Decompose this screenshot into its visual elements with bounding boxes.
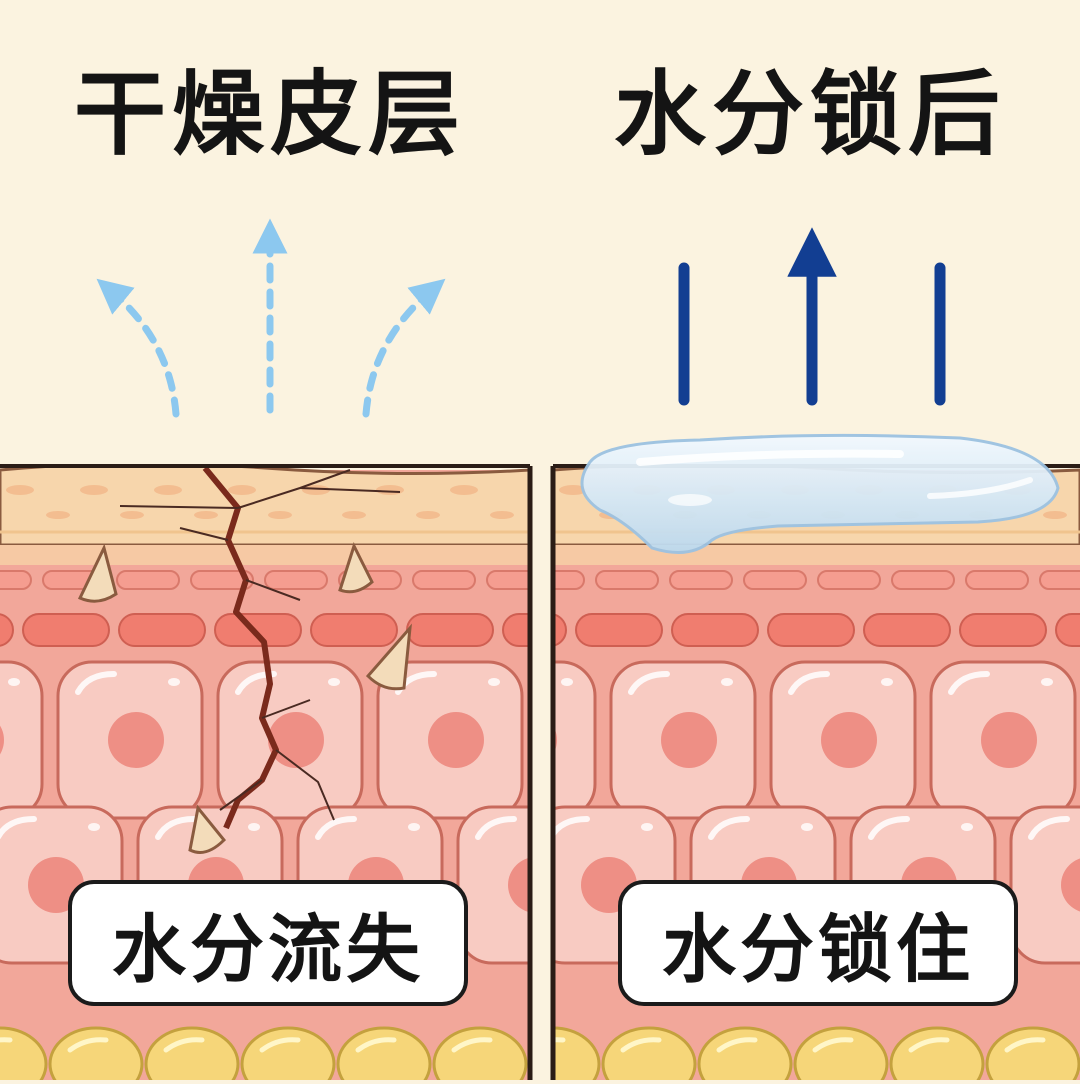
skin-cell xyxy=(1009,805,1080,965)
cell-nucleus xyxy=(981,712,1037,768)
skin-cell xyxy=(817,570,881,590)
skin-cell xyxy=(486,570,530,590)
skin-cell xyxy=(0,613,14,647)
skin-cell xyxy=(1039,570,1080,590)
skin-cell xyxy=(1055,613,1080,647)
skin-cell xyxy=(863,613,951,647)
cell-nucleus xyxy=(0,725,4,755)
locked-skin-title: 水分锁后 xyxy=(613,61,1006,168)
cell-nucleus xyxy=(661,712,717,768)
moisture-locked-label: 水分锁住 xyxy=(618,880,1018,1006)
skin-cell xyxy=(264,570,328,590)
moisture-film-icon xyxy=(580,433,1060,554)
cell-nucleus xyxy=(428,712,484,768)
fat-cell xyxy=(432,1026,528,1080)
skin-cell xyxy=(669,570,733,590)
fat-cell xyxy=(793,1026,889,1080)
skin-cell xyxy=(310,613,398,647)
skin-cell xyxy=(118,613,206,647)
cell-nucleus xyxy=(108,712,164,768)
skin-cell xyxy=(671,613,759,647)
skin-cell xyxy=(553,660,597,820)
fat-cell xyxy=(697,1026,793,1080)
fat-cell xyxy=(240,1026,336,1080)
fat-cell xyxy=(336,1026,432,1080)
skin-cell xyxy=(965,570,1029,590)
fat-cell xyxy=(144,1026,240,1080)
skin-flake-icon xyxy=(77,543,118,603)
skin-cell xyxy=(406,613,494,647)
skin-cell xyxy=(553,570,585,590)
skin-cell xyxy=(0,570,32,590)
stratum-corneum xyxy=(0,466,530,547)
cell-nucleus xyxy=(268,712,324,768)
evaporation-arrow-icon xyxy=(96,278,180,418)
cell-nucleus xyxy=(821,712,877,768)
skin-cell xyxy=(767,613,855,647)
skin-cell xyxy=(412,570,476,590)
skin-cell xyxy=(891,570,955,590)
skin-cell xyxy=(116,570,180,590)
skin-flake-icon xyxy=(365,623,412,691)
skin-flake-icon xyxy=(188,804,227,854)
skin-cell xyxy=(959,613,1047,647)
skin-cell xyxy=(214,613,302,647)
cell-nucleus xyxy=(508,857,530,913)
evaporation-arrow-icon xyxy=(362,278,446,418)
fat-cell xyxy=(889,1026,985,1080)
skin-cell xyxy=(0,660,44,820)
moisture-loss-label: 水分流失 xyxy=(68,880,468,1006)
fat-cell xyxy=(601,1026,697,1080)
skin-cell xyxy=(595,570,659,590)
dry-skin-title: 干燥皮层 xyxy=(73,61,466,168)
skin-cell xyxy=(22,613,110,647)
skin-flake-icon xyxy=(338,542,374,594)
skin-cell xyxy=(553,613,567,647)
fat-cell xyxy=(48,1026,144,1080)
skin-cell xyxy=(190,570,254,590)
fat-cell xyxy=(985,1026,1080,1080)
cell-nucleus xyxy=(1061,858,1080,912)
skin-cell xyxy=(743,570,807,590)
skin-cell xyxy=(502,613,530,647)
skin-cell xyxy=(575,613,663,647)
